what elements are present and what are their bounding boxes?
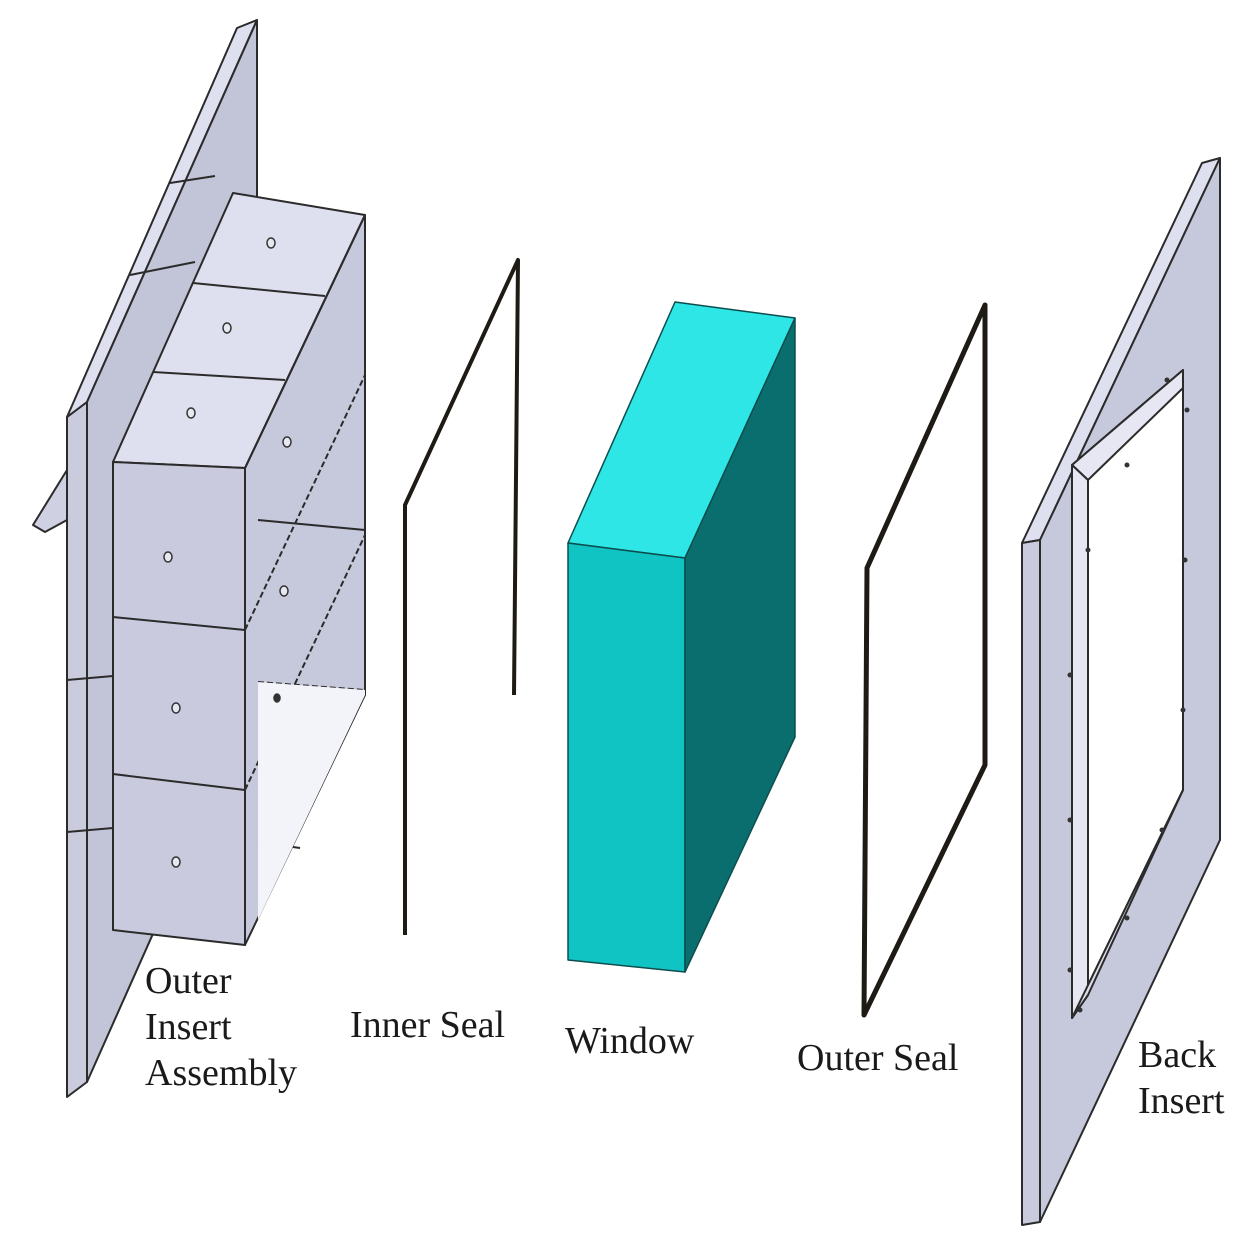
inner-seal-label: Inner Seal <box>350 1004 506 1046</box>
back-insert-opening-left <box>1071 464 1089 1019</box>
flange-joint-4 <box>169 175 216 184</box>
label-line: Assembly <box>145 1052 297 1094</box>
window-label: Window <box>565 1020 695 1062</box>
front-divider-2 <box>112 773 246 791</box>
flange-joint-3 <box>129 261 196 276</box>
outer-seal <box>861 302 988 1018</box>
bolt-hole <box>1124 915 1130 921</box>
bolt-hole <box>186 407 196 419</box>
outer-insert-open-cell <box>258 682 365 920</box>
outer-insert-flange-front <box>66 401 88 1098</box>
bolt-hole <box>1067 967 1073 973</box>
label-line: Insert <box>1138 1080 1225 1122</box>
front-divider-1 <box>112 616 246 631</box>
window-block <box>567 301 796 973</box>
bolt-hole <box>1184 407 1190 413</box>
bolt-hole <box>222 322 232 334</box>
bolt-hole <box>1182 557 1188 563</box>
bolt-hole <box>282 436 292 448</box>
inner-seal <box>403 258 520 935</box>
outer-seal-label: Outer Seal <box>797 1037 959 1079</box>
bolt-hole <box>163 551 173 563</box>
bolt-hole <box>1067 817 1073 823</box>
bolt-hole <box>1159 827 1165 833</box>
label-line: Insert <box>145 1006 232 1048</box>
bolt-hole <box>1124 462 1130 468</box>
outer-insert-box-front <box>112 461 246 946</box>
bolt-hole <box>266 237 276 249</box>
flange-joint-1 <box>66 675 114 681</box>
side-divider-1 <box>244 374 366 631</box>
bolt-hole <box>1164 377 1170 383</box>
bolt-hole <box>171 702 181 714</box>
bolt-hole <box>279 585 289 597</box>
label-line: Back <box>1138 1034 1217 1076</box>
bolt-hole <box>273 693 281 703</box>
top-divider-1 <box>152 371 286 381</box>
back-insert-left-edge <box>1021 539 1041 1226</box>
bolt-hole <box>1067 672 1073 678</box>
outer-insert-assembly <box>32 19 366 1098</box>
window-front-face <box>567 542 686 973</box>
flange-joint-2 <box>66 827 114 833</box>
outer-insert-tab <box>32 469 68 533</box>
back-insert-label: Back Insert <box>1138 1032 1225 1124</box>
back-insert <box>1021 157 1221 1226</box>
label-line: Outer <box>145 960 232 1002</box>
bolt-hole <box>1180 707 1186 713</box>
window-side-face <box>684 317 796 973</box>
outer-insert-assembly-label: Outer Insert Assembly <box>145 958 297 1096</box>
side-edge <box>244 214 366 469</box>
bolt-hole <box>171 856 181 868</box>
top-divider-2 <box>192 282 326 297</box>
side-horizontal-1 <box>257 519 366 531</box>
bolt-hole <box>1085 547 1091 553</box>
bolt-hole <box>1077 1007 1083 1013</box>
back-insert-opening-bottom <box>1071 789 1184 1019</box>
